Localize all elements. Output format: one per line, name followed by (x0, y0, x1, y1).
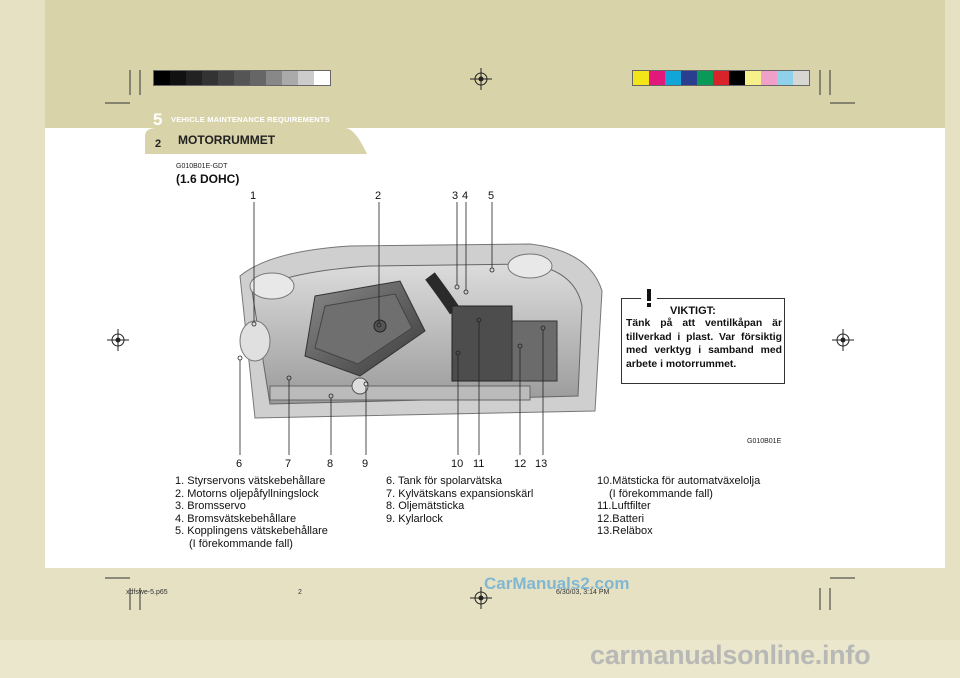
header-band (45, 0, 945, 128)
legend-item: 11.Luftfilter (597, 500, 651, 513)
callout-10: 10 (451, 458, 464, 470)
legend-item: 2. Motorns oljepåfyllningslock (175, 487, 319, 500)
bottom-band (0, 640, 960, 678)
footer-date: 6/30/03, 3:14 PM (556, 589, 610, 596)
grayscale-bar (153, 70, 331, 86)
legend-item-note: (I förekommande fall) (609, 487, 713, 500)
footer-filename: xdfswe-5.p65 (126, 589, 168, 596)
callout-8: 8 (327, 458, 334, 470)
callout-6: 6 (236, 458, 243, 470)
legend-item: 9. Kylarlock (386, 512, 443, 525)
legend-item: 4. Bromsvätskebehållare (175, 512, 297, 525)
color-bar (632, 70, 810, 86)
legend-item: 6. Tank för spolarvätska (386, 475, 502, 487)
legend-item: 10.Mätsticka för automatväxelolja (597, 475, 761, 487)
figure-ref-code: G010B01E-GDT (176, 163, 228, 170)
legend-item: 1. Styrservons vätskebehållare (175, 475, 326, 487)
tab-shape (145, 128, 367, 154)
callout-3: 3 (452, 190, 459, 202)
callout-13: 13 (535, 458, 548, 470)
footer-page: 2 (298, 589, 302, 596)
callout-7: 7 (285, 458, 292, 470)
callout-1: 1 (250, 190, 257, 202)
engine-subheading: (1.6 DOHC) (176, 172, 240, 186)
callout-2: 2 (375, 190, 382, 202)
warning-box (621, 298, 785, 384)
legend-item: 3. Bromsservo (175, 500, 246, 513)
callout-5: 5 (488, 190, 495, 202)
legend-column-2: 6. Tank för spolarvätska 7. Kylvätskans … (386, 475, 533, 525)
legend-column-1: 1. Styrservons vätskebehållare 2. Motorn… (175, 475, 328, 551)
carmanuals-watermark[interactable]: CarManuals2.com (484, 574, 630, 593)
figure-code: G010B01E (747, 438, 782, 445)
engine-bay-illustration (239, 243, 603, 419)
page-number: 2 (155, 138, 162, 150)
legend-item: 12.Batteri (597, 512, 645, 525)
callout-9: 9 (362, 458, 369, 470)
section-number: 5 (153, 110, 163, 129)
site-watermark[interactable]: carmanualsonline.info (590, 640, 871, 670)
section-title: VEHICLE MAINTENANCE REQUIREMENTS (171, 115, 330, 124)
callout-leader-lines (237, 202, 546, 455)
warning-title: VIKTIGT: (670, 305, 716, 317)
exclamation-triangle-icon (635, 283, 663, 310)
legend-column-3: 10.Mätsticka för automatväxelolja (I för… (597, 475, 760, 538)
legend-item: 8. Oljemätsticka (386, 500, 465, 513)
print-marks (105, 68, 855, 610)
legend-item: 5. Kopplingens vätskebehållare (175, 525, 328, 538)
warning-text: Tänk på att ventilkåpan är tillverkad i … (626, 318, 782, 370)
callout-12: 12 (514, 458, 527, 470)
legend-item-note: (I förekommande fall) (189, 537, 293, 550)
legend-item: 7. Kylvätskans expansionskärl (386, 487, 534, 500)
callout-4: 4 (462, 190, 469, 202)
legend-item: 13.Reläbox (597, 525, 653, 538)
tab-title: MOTORRUMMET (178, 133, 276, 147)
callout-11: 11 (473, 458, 485, 470)
